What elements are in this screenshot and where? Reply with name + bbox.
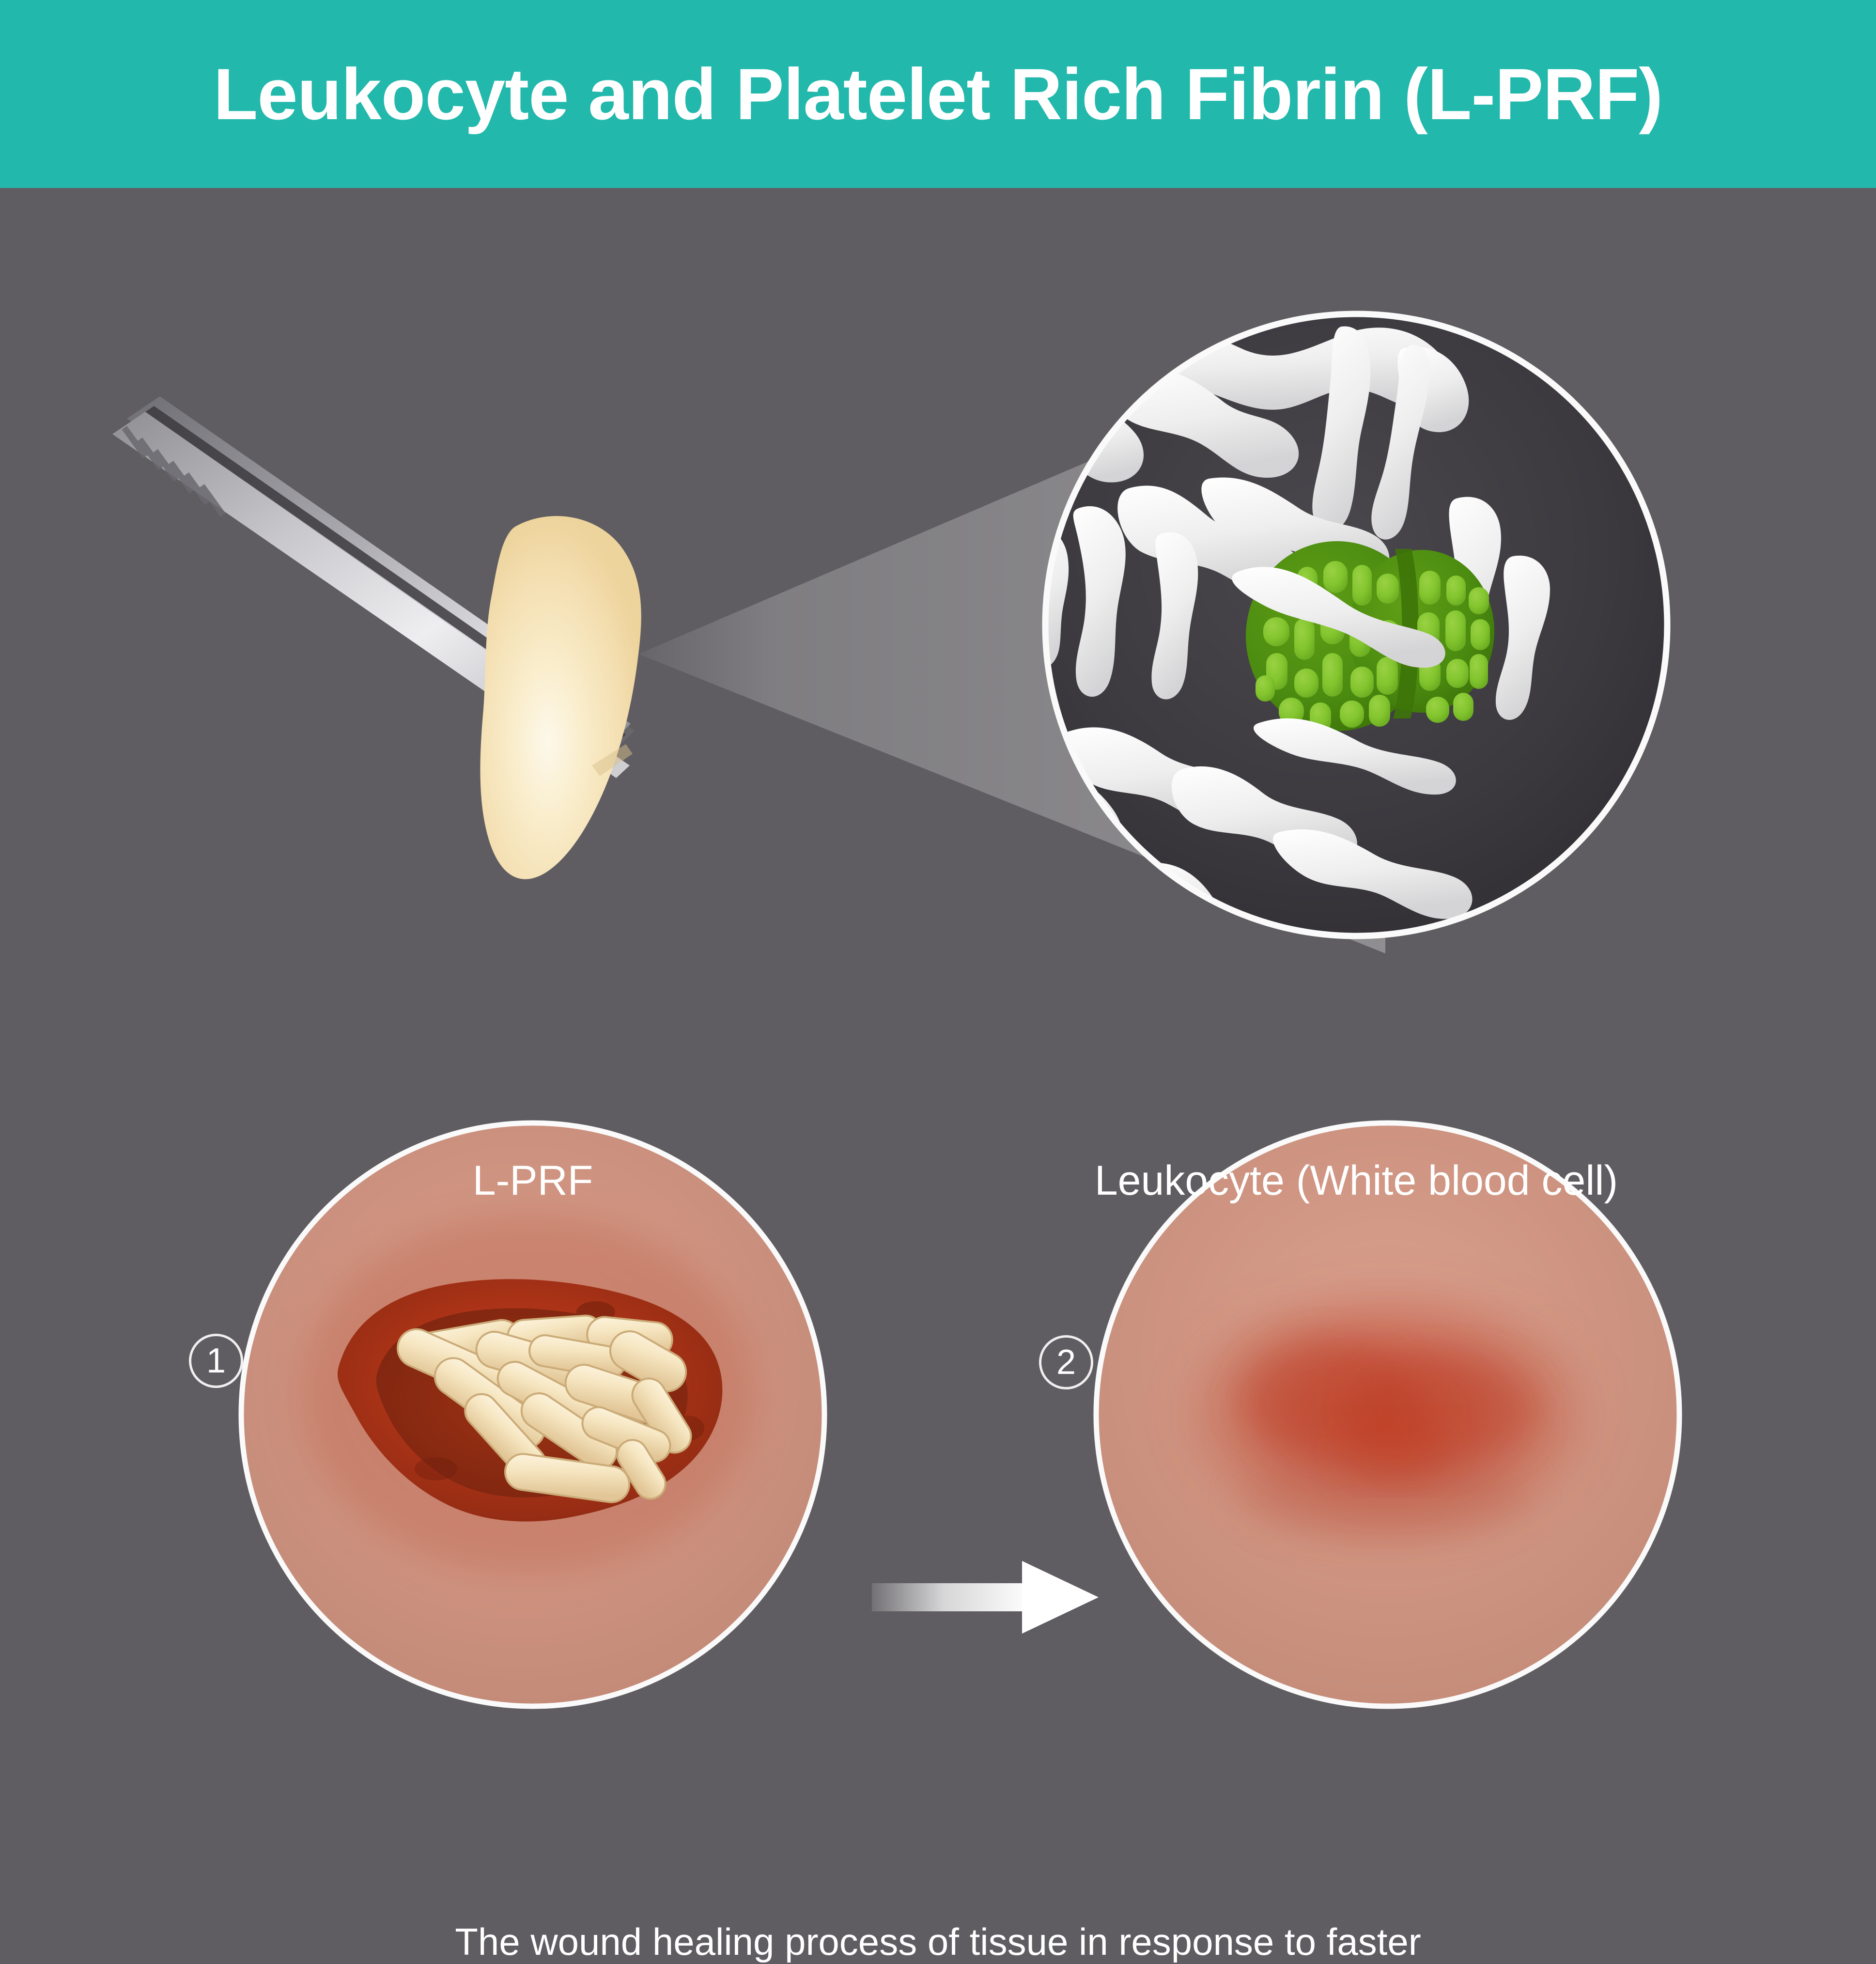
right-arrow-icon [872, 1561, 1099, 1634]
label-leukocyte: Leukocyte (White blood cell) [1094, 1157, 1618, 1204]
medical-illustration [112, 311, 1682, 1709]
lprf-membranes [396, 1314, 692, 1503]
header-band [0, 0, 1876, 188]
page-title: Leukocyte and Platelet Rich Fibrin (L-PR… [213, 53, 1663, 135]
label-lprf: L-PRF [472, 1157, 593, 1204]
lprf-clot [480, 516, 641, 879]
illustration-stage: L-PRF Leukocyte (White blood cell) The w… [0, 188, 1876, 1963]
step-badge-2: 2 [1039, 1335, 1093, 1389]
step-badge-1: 1 [189, 1334, 243, 1388]
wound-panel-1 [238, 1120, 827, 1709]
wound-panel-2 [1093, 1120, 1682, 1709]
leukocyte-cell [1232, 541, 1494, 795]
leukocyte-microscope-view [1042, 311, 1671, 939]
bottom-caption: The wound healing process of tissue in r… [455, 1920, 1421, 1963]
